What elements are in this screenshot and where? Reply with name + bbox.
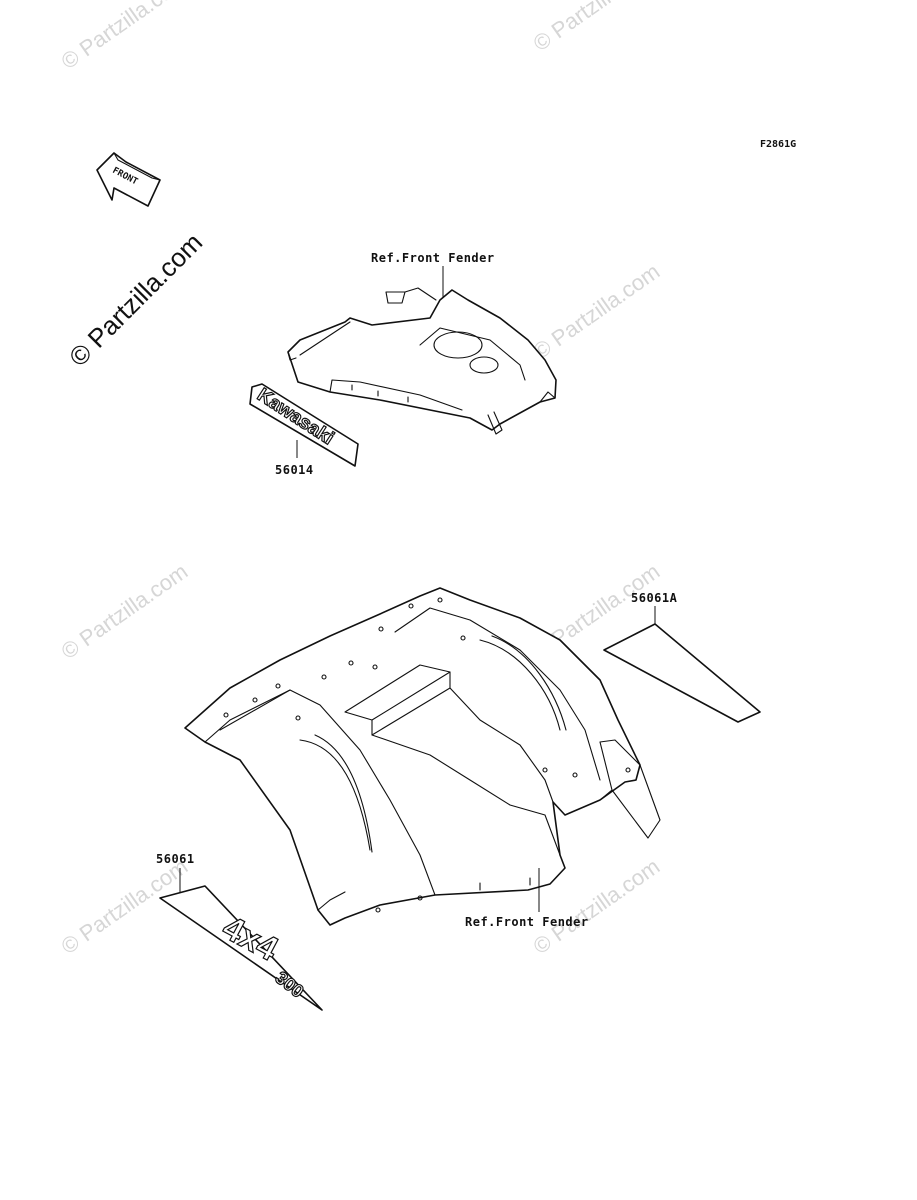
watermark: © Partzilla.com	[57, 0, 193, 74]
front-fender-upper	[287, 287, 557, 435]
figure-code: F2861G	[760, 139, 796, 150]
front-fender-lower	[184, 587, 661, 926]
watermark: © Partzilla.com	[529, 0, 665, 56]
decal-56061a	[603, 623, 761, 723]
kawasaki-decal-text: Kawasaki	[253, 385, 337, 450]
kawasaki-decal: Kawasaki	[249, 383, 359, 467]
label-ref-front-fender-top: Ref.Front Fender	[371, 251, 495, 265]
watermark: © Partzilla.com	[529, 259, 665, 365]
label-ref-front-fender-bottom: Ref.Front Fender	[465, 915, 589, 929]
label-56014: 56014	[275, 463, 314, 477]
decal-56061: 4x4 300	[159, 885, 323, 1011]
label-56061a: 56061A	[631, 591, 678, 605]
watermark-prominent: © Partzilla.com	[63, 227, 208, 372]
front-direction-arrow: FRONT	[96, 152, 161, 207]
fender-hole-small	[469, 356, 499, 374]
watermark: © Partzilla.com	[57, 559, 193, 665]
label-56061: 56061	[156, 852, 195, 866]
